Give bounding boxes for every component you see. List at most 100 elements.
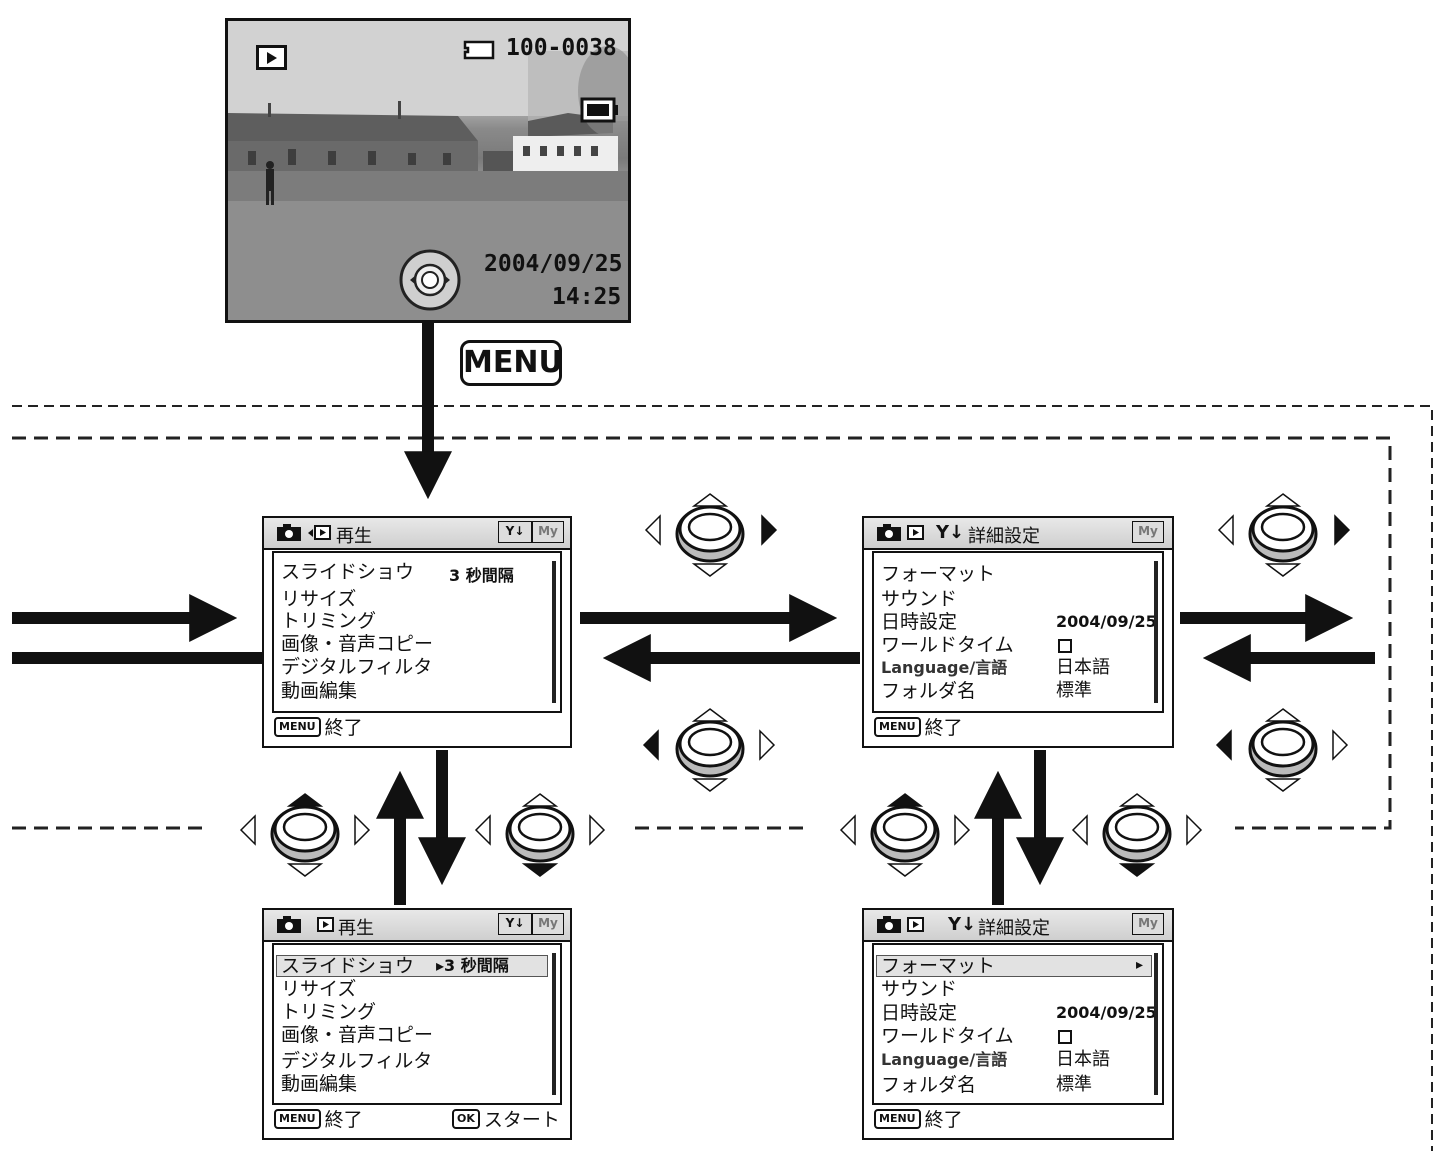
- four-way-controller-icon: [240, 793, 370, 877]
- tab-my[interactable]: My: [532, 521, 564, 543]
- menu-footer: MENU 終了: [274, 1105, 363, 1132]
- playback-date: 2004/09/25: [484, 251, 623, 277]
- menu-footer-ok: OK スタート: [452, 1105, 560, 1132]
- four-way-controller-icon: [475, 793, 605, 877]
- menu-item-folder-name[interactable]: フォルダ名: [881, 1074, 977, 1096]
- file-number: 100-0038: [506, 35, 617, 61]
- menu-item-language[interactable]: Language/言語: [881, 658, 1008, 677]
- setup-menu-selected-screen: Y↓ 詳細設定 My フォーマット ▸ サウンド 日時設定 2004/09/25…: [862, 908, 1174, 1140]
- menu-item-sound[interactable]: サウンド: [881, 978, 958, 1000]
- slideshow-interval: 3 秒間隔: [449, 566, 514, 585]
- folder-value: 標準: [1056, 1074, 1092, 1095]
- menu-footer: MENU 終了: [274, 713, 363, 740]
- language-value: 日本語: [1056, 1049, 1110, 1070]
- menu-item-format[interactable]: フォーマット: [881, 563, 996, 585]
- playback-icon: [317, 917, 334, 932]
- menu-item-trimming[interactable]: トリミング: [281, 1001, 377, 1023]
- menu-item-format[interactable]: フォーマット: [881, 955, 996, 977]
- camera-icon: [277, 916, 301, 933]
- menu-item-trimming[interactable]: トリミング: [281, 610, 377, 632]
- menu-title: 詳細設定: [978, 918, 1050, 939]
- menu-header: 再生 Y↓ My: [264, 910, 570, 942]
- camera-icon: [877, 524, 901, 541]
- setup-tab-icon: Y↓: [948, 914, 977, 935]
- four-way-controller-icon: [1216, 708, 1348, 792]
- menu-item-resize[interactable]: リサイズ: [281, 978, 357, 1000]
- world-time-checkbox[interactable]: [1058, 639, 1072, 653]
- camera-icon: [277, 524, 301, 541]
- menu-item-language[interactable]: Language/言語: [881, 1050, 1008, 1069]
- slideshow-interval[interactable]: ▸3 秒間隔: [436, 956, 509, 975]
- menu-header: Y↓ 詳細設定 My: [864, 518, 1172, 550]
- four-way-controller-icon: [840, 793, 970, 877]
- menu-key-icon: MENU: [274, 1108, 321, 1129]
- scrollbar[interactable]: [552, 561, 556, 703]
- tab-setup[interactable]: Y↓: [498, 913, 532, 935]
- folder-value: 標準: [1056, 680, 1092, 701]
- menu-item-movie-edit[interactable]: 動画編集: [281, 680, 358, 702]
- footer-exit-label: 終了: [324, 1109, 363, 1131]
- menu-item-world-time[interactable]: ワールドタイム: [881, 634, 1014, 656]
- menu-item-world-time[interactable]: ワールドタイム: [881, 1025, 1014, 1047]
- menu-item-folder-name[interactable]: フォルダ名: [881, 680, 977, 702]
- submenu-arrow-icon: ▸: [1136, 957, 1144, 973]
- selection-highlight: [276, 955, 548, 977]
- menu-item-copy[interactable]: 画像・音声コピー: [281, 633, 434, 655]
- playback-icon: [256, 45, 287, 70]
- menu-button[interactable]: MENU: [460, 340, 563, 386]
- playback-menu-screen: 再生 Y↓ My スライドショウ 3 秒間隔 リサイズ トリミング 画像・音声コ…: [262, 516, 572, 748]
- menu-list: スライドショウ ▸3 秒間隔 リサイズ トリミング 画像・音声コピー デジタルフ…: [272, 943, 562, 1105]
- menu-title: 再生: [338, 918, 374, 939]
- playback-icon: [907, 917, 924, 932]
- menu-item-date[interactable]: 日時設定: [881, 1002, 958, 1024]
- footer-exit-label: 終了: [924, 1109, 963, 1131]
- setup-menu-screen: Y↓ 詳細設定 My フォーマット サウンド 日時設定 2004/09/25 ワ…: [862, 516, 1174, 748]
- scrollbar[interactable]: [1154, 953, 1158, 1095]
- language-value: 日本語: [1056, 657, 1110, 678]
- tab-my[interactable]: My: [532, 913, 564, 935]
- playback-icon: [308, 525, 331, 540]
- menu-item-movie-edit[interactable]: 動画編集: [281, 1073, 358, 1095]
- menu-item-resize[interactable]: リサイズ: [281, 588, 357, 610]
- date-value: 2004/09/25: [1056, 1003, 1157, 1022]
- menu-footer: MENU 終了: [874, 713, 963, 740]
- menu-header: Y↓ 詳細設定 My: [864, 910, 1172, 942]
- battery-icon: [580, 97, 618, 123]
- four-way-controller-icon: [1218, 493, 1350, 577]
- menu-title: 再生: [336, 526, 372, 547]
- menu-key-icon: MENU: [274, 716, 321, 737]
- four-way-controller-icon: [1072, 793, 1202, 877]
- menu-list: フォーマット ▸ サウンド 日時設定 2004/09/25 ワールドタイム La…: [872, 943, 1164, 1105]
- tab-setup[interactable]: Y↓: [498, 521, 532, 543]
- menu-item-date[interactable]: 日時設定: [881, 611, 958, 633]
- menu-header: 再生 Y↓ My: [264, 518, 570, 550]
- menu-item-copy[interactable]: 画像・音声コピー: [281, 1024, 434, 1046]
- menu-item-sound[interactable]: サウンド: [881, 588, 958, 610]
- menu-list: スライドショウ 3 秒間隔 リサイズ トリミング 画像・音声コピー デジタルフィ…: [272, 551, 562, 713]
- menu-list: フォーマット サウンド 日時設定 2004/09/25 ワールドタイム Lang…: [872, 551, 1164, 713]
- tab-my[interactable]: My: [1132, 521, 1164, 543]
- menu-key-icon: MENU: [874, 716, 921, 737]
- menu-key-icon: MENU: [874, 1108, 921, 1129]
- tab-my[interactable]: My: [1132, 913, 1164, 935]
- menu-footer: MENU 終了: [874, 1105, 963, 1132]
- scrollbar[interactable]: [552, 953, 556, 1095]
- menu-item-slideshow[interactable]: スライドショウ: [281, 561, 415, 583]
- playback-icon: [907, 525, 924, 540]
- menu-item-digital-filter[interactable]: デジタルフィルタ: [281, 656, 433, 678]
- four-way-controller-icon: [399, 249, 461, 311]
- date-value: 2004/09/25: [1056, 612, 1157, 631]
- setup-tab-icon: Y↓: [936, 522, 965, 543]
- menu-title: 詳細設定: [968, 526, 1040, 547]
- footer-start-label: スタート: [483, 1109, 560, 1131]
- world-time-checkbox[interactable]: [1058, 1030, 1072, 1044]
- camera-icon: [877, 916, 901, 933]
- menu-item-digital-filter[interactable]: デジタルフィルタ: [281, 1050, 433, 1072]
- selection-highlight: [876, 955, 1152, 977]
- playback-menu-selected-screen: 再生 Y↓ My スライドショウ ▸3 秒間隔 リサイズ トリミング 画像・音声…: [262, 908, 572, 1140]
- menu-item-slideshow[interactable]: スライドショウ: [281, 955, 415, 977]
- four-way-controller-icon: [645, 493, 777, 577]
- scrollbar[interactable]: [1154, 561, 1158, 703]
